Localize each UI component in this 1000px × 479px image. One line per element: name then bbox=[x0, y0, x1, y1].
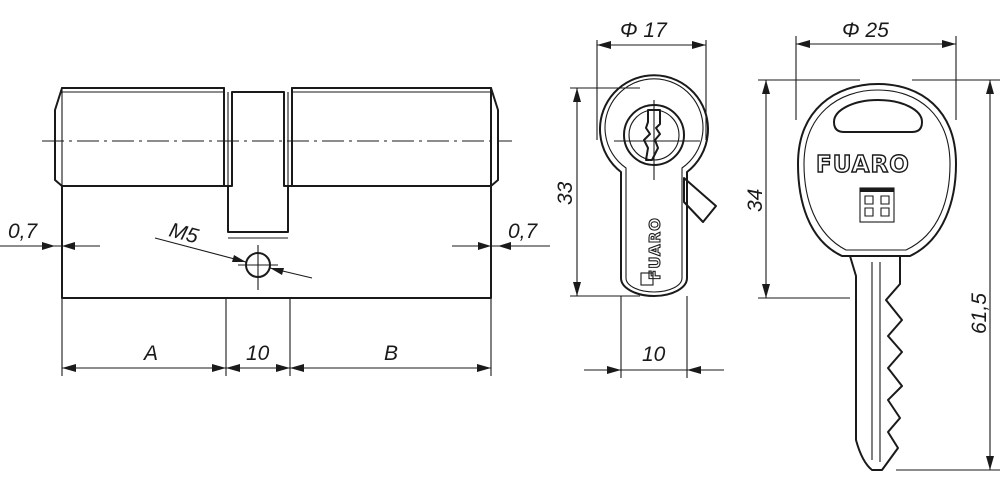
profile-outline bbox=[599, 74, 709, 297]
profile-brand: FUARO bbox=[646, 217, 664, 280]
key-head bbox=[797, 83, 957, 257]
profile-cam bbox=[683, 177, 717, 223]
key-head-height-label: 34 bbox=[744, 189, 767, 212]
key-bow-hole bbox=[833, 99, 923, 133]
key-brand: FUARO bbox=[816, 152, 910, 178]
cam-section bbox=[223, 87, 293, 187]
right-end-cap bbox=[490, 87, 499, 187]
left-half-upper bbox=[61, 87, 225, 187]
profile-keyway bbox=[643, 109, 661, 161]
dim-a-label: A bbox=[142, 342, 158, 365]
key-emblem-icon bbox=[859, 187, 895, 223]
cylinder-side-view: M5 0,7 0,7 A 10 B bbox=[0, 87, 550, 376]
key-diameter-label: Φ 25 bbox=[842, 19, 889, 42]
key-view: Φ 25 FUARO 34 61,5 bbox=[744, 19, 1000, 471]
profile-diameter-label: Φ 17 bbox=[620, 19, 668, 42]
profile-height-label: 33 bbox=[554, 181, 577, 205]
thread-label: M5 bbox=[167, 219, 201, 249]
offset-left-label: 0,7 bbox=[8, 220, 39, 243]
profile-width-label: 10 bbox=[642, 343, 666, 366]
offset-right-label: 0,7 bbox=[508, 220, 539, 243]
cylinder-profile-view: Φ 17 FUARO 33 10 bbox=[554, 19, 724, 378]
left-end-cap bbox=[54, 87, 63, 187]
cylinder-body-lower bbox=[61, 185, 492, 299]
cam-slot bbox=[227, 185, 289, 233]
key-total-length-label: 61,5 bbox=[968, 293, 991, 334]
dim-center-label: 10 bbox=[246, 342, 270, 365]
thread-leader bbox=[154, 237, 247, 263]
dim-b-label: B bbox=[384, 342, 398, 365]
key-blade bbox=[849, 255, 903, 471]
right-half-upper bbox=[291, 87, 492, 187]
